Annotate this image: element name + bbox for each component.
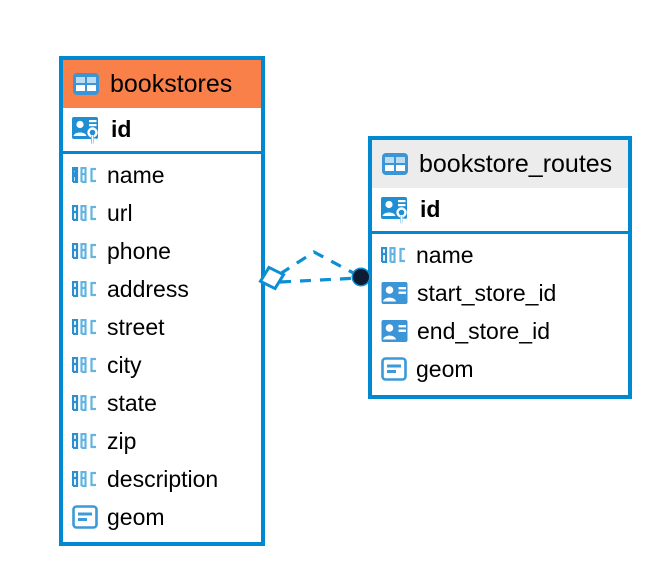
field-row-street[interactable]: street xyxy=(63,308,261,346)
abc-text-icon xyxy=(72,243,96,259)
field-row-state[interactable]: state xyxy=(63,384,261,422)
field-label: name xyxy=(416,241,474,268)
field-row-name[interactable]: name xyxy=(63,156,261,194)
field-row-start-store-id[interactable]: start_store_id xyxy=(372,274,628,312)
abc-text-icon xyxy=(72,319,96,335)
field-label: street xyxy=(107,313,165,340)
entity-title: bookstore_routes xyxy=(419,149,613,178)
foreign-key-icon xyxy=(381,320,408,342)
abc-text-icon xyxy=(72,205,96,221)
field-row-primary-key[interactable]: id xyxy=(372,188,628,234)
field-label: id xyxy=(420,196,441,222)
primary-key-icon xyxy=(72,116,98,143)
filled-circle-marker xyxy=(351,267,371,287)
entity-header-bookstore-routes[interactable]: bookstore_routes xyxy=(372,140,628,188)
relationship-connector[interactable] xyxy=(258,238,374,310)
abc-text-icon xyxy=(72,433,96,449)
abc-text-icon xyxy=(72,357,96,373)
field-label: start_store_id xyxy=(417,279,557,306)
relationship-line-upper xyxy=(279,250,360,278)
field-label: geom xyxy=(107,503,165,530)
field-label: geom xyxy=(416,355,474,382)
field-label: name xyxy=(107,161,165,188)
field-label: url xyxy=(107,199,133,226)
entity-header-bookstores[interactable]: bookstores xyxy=(63,60,261,108)
field-row-phone[interactable]: phone xyxy=(63,232,261,270)
field-label: end_store_id xyxy=(417,317,550,344)
entity-bookstores[interactable]: bookstores id xyxy=(59,56,265,546)
field-list-bookstores: name url phone xyxy=(63,154,261,536)
field-row-name[interactable]: name xyxy=(372,236,628,274)
field-row-url[interactable]: url xyxy=(63,194,261,232)
field-row-end-store-id[interactable]: end_store_id xyxy=(372,312,628,350)
entity-bookstore-routes[interactable]: bookstore_routes id xyxy=(368,136,632,399)
abc-text-icon xyxy=(72,281,96,297)
abc-text-icon xyxy=(72,167,96,183)
abc-text-icon xyxy=(381,247,405,263)
field-label: description xyxy=(107,465,219,492)
field-list-bookstore-routes: name start_store_id xyxy=(372,234,628,388)
diamond-marker xyxy=(258,265,286,291)
geometry-icon xyxy=(72,505,98,529)
field-row-description[interactable]: description xyxy=(63,460,261,498)
entity-title: bookstores xyxy=(110,69,233,98)
field-row-geom[interactable]: geom xyxy=(372,350,628,388)
field-label: phone xyxy=(107,237,171,264)
field-label: id xyxy=(111,116,132,142)
primary-key-icon xyxy=(381,196,407,223)
field-label: city xyxy=(107,351,142,378)
field-row-address[interactable]: address xyxy=(63,270,261,308)
field-row-primary-key[interactable]: id xyxy=(63,108,261,154)
relationship-line-lower xyxy=(279,276,360,284)
table-icon xyxy=(382,153,408,175)
abc-text-icon xyxy=(72,395,96,411)
foreign-key-icon xyxy=(381,282,408,304)
field-row-city[interactable]: city xyxy=(63,346,261,384)
table-icon xyxy=(73,73,99,95)
field-label: state xyxy=(107,389,157,416)
field-label: address xyxy=(107,275,189,302)
geometry-icon xyxy=(381,357,407,381)
abc-text-icon xyxy=(72,471,96,487)
field-row-zip[interactable]: zip xyxy=(63,422,261,460)
field-label: zip xyxy=(107,427,137,454)
field-row-geom[interactable]: geom xyxy=(63,498,261,536)
